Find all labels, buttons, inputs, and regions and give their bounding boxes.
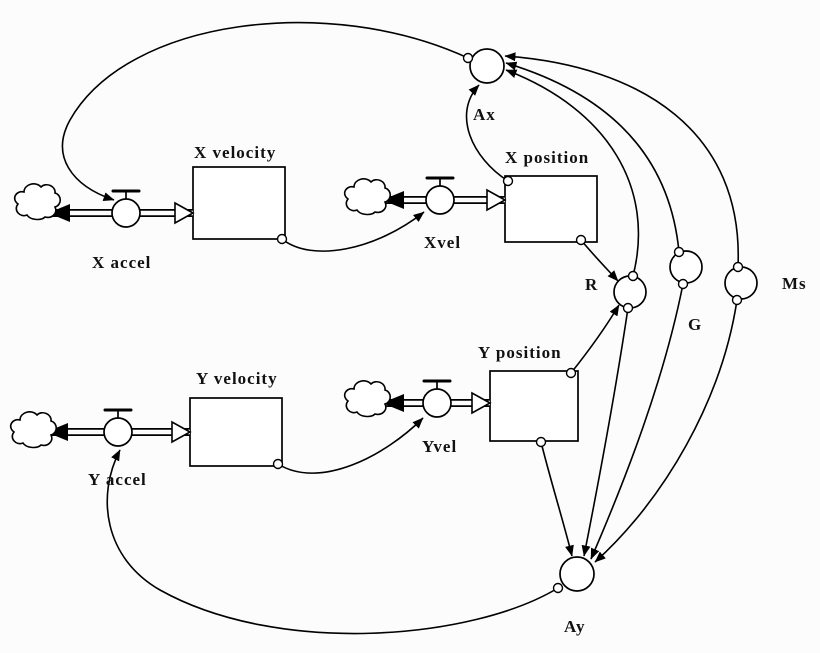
- takeoff-g-to-ay: [677, 278, 689, 290]
- valve-yvel[interactable]: [422, 379, 452, 418]
- converter-ax[interactable]: [469, 48, 505, 84]
- label-yvel: Yvel: [422, 437, 457, 456]
- takeoff-ay-out: [552, 582, 564, 594]
- takeoff-ax-left: [462, 52, 474, 64]
- connector-layer: [61, 21, 739, 635]
- connector-ax-to-x-accel[interactable]: [61, 21, 469, 201]
- y-accel-inflow-arrow-icon: [171, 420, 192, 444]
- xvel-inflow-arrow-icon: [486, 188, 507, 212]
- takeoff-ms-to-ay: [731, 294, 743, 306]
- xvel-outflow-arrow-icon: [382, 191, 404, 209]
- stock-x-velocity[interactable]: [192, 166, 286, 240]
- connector-y-position-to-r[interactable]: [570, 304, 620, 374]
- takeoff-points: [272, 52, 744, 594]
- connector-r-to-ay[interactable]: [581, 307, 629, 557]
- label-y-velocity: Y velocity: [196, 369, 278, 388]
- label-g: G: [688, 315, 702, 334]
- takeoff-y-velocity-out: [272, 458, 284, 470]
- x-accel-inflow-arrow-icon: [174, 201, 195, 225]
- takeoff-y-position-to-r: [565, 367, 577, 379]
- yvel-outflow-arrow-icon: [382, 394, 404, 412]
- x-accel-outflow-arrow-icon: [48, 204, 70, 222]
- takeoff-ms-to-ax: [732, 261, 744, 273]
- takeoff-r-to-ay: [622, 302, 634, 314]
- cloud-icon: [13, 183, 62, 221]
- takeoff-y-position-to-ay: [535, 436, 547, 448]
- label-x-velocity: X velocity: [194, 143, 276, 162]
- converter-ms[interactable]: [724, 266, 758, 300]
- stock-x-position[interactable]: [504, 175, 598, 243]
- connector-x-velocity-to-xvel[interactable]: [281, 211, 425, 252]
- cloud-icon: [9, 411, 58, 449]
- connector-g-to-ay[interactable]: [590, 283, 684, 560]
- connector-r-to-ax[interactable]: [505, 69, 640, 277]
- connector-ay-to-y-accel[interactable]: [106, 449, 559, 635]
- label-x-position: X position: [505, 148, 589, 167]
- label-ax: Ax: [473, 105, 496, 124]
- label-r: R: [585, 275, 598, 294]
- label-xvel: Xvel: [424, 233, 461, 252]
- y-accel-outflow-arrow-icon: [46, 423, 68, 441]
- connector-x-position-to-r[interactable]: [580, 239, 619, 282]
- stock-y-velocity[interactable]: [189, 397, 283, 467]
- takeoff-x-position-to-r: [575, 234, 587, 246]
- valve-x-accel[interactable]: [111, 189, 141, 228]
- label-y-position: Y position: [478, 343, 562, 362]
- flow-xvel-pipe[interactable]: [382, 188, 507, 212]
- connector-g-to-ax[interactable]: [505, 61, 680, 253]
- takeoff-x-position-to-ax: [502, 175, 514, 187]
- valve-y-accel[interactable]: [103, 408, 133, 447]
- cloud-icon: [343, 178, 392, 216]
- label-x-accel: X accel: [92, 253, 151, 272]
- connector-y-velocity-to-yvel[interactable]: [277, 417, 424, 474]
- takeoff-g-to-ax: [673, 246, 685, 258]
- takeoff-r-to-ax: [627, 270, 639, 282]
- stock-y-position[interactable]: [489, 370, 579, 442]
- label-ms: Ms: [782, 274, 807, 293]
- label-ay: Ay: [564, 617, 586, 636]
- connector-ms-to-ay[interactable]: [594, 299, 738, 563]
- takeoff-x-velocity-out: [276, 233, 288, 245]
- connector-x-position-to-ax[interactable]: [465, 84, 509, 182]
- label-layer: X velocity X position Y velocity Y posit…: [88, 105, 807, 636]
- yvel-inflow-arrow-icon: [471, 391, 492, 415]
- label-y-accel: Y accel: [88, 470, 147, 489]
- converter-g[interactable]: [669, 250, 703, 284]
- connector-ms-to-ax[interactable]: [504, 52, 739, 268]
- connector-y-position-to-ay[interactable]: [540, 441, 574, 557]
- valve-xvel[interactable]: [425, 176, 455, 215]
- converter-ay[interactable]: [559, 556, 595, 592]
- cloud-icon: [343, 380, 392, 418]
